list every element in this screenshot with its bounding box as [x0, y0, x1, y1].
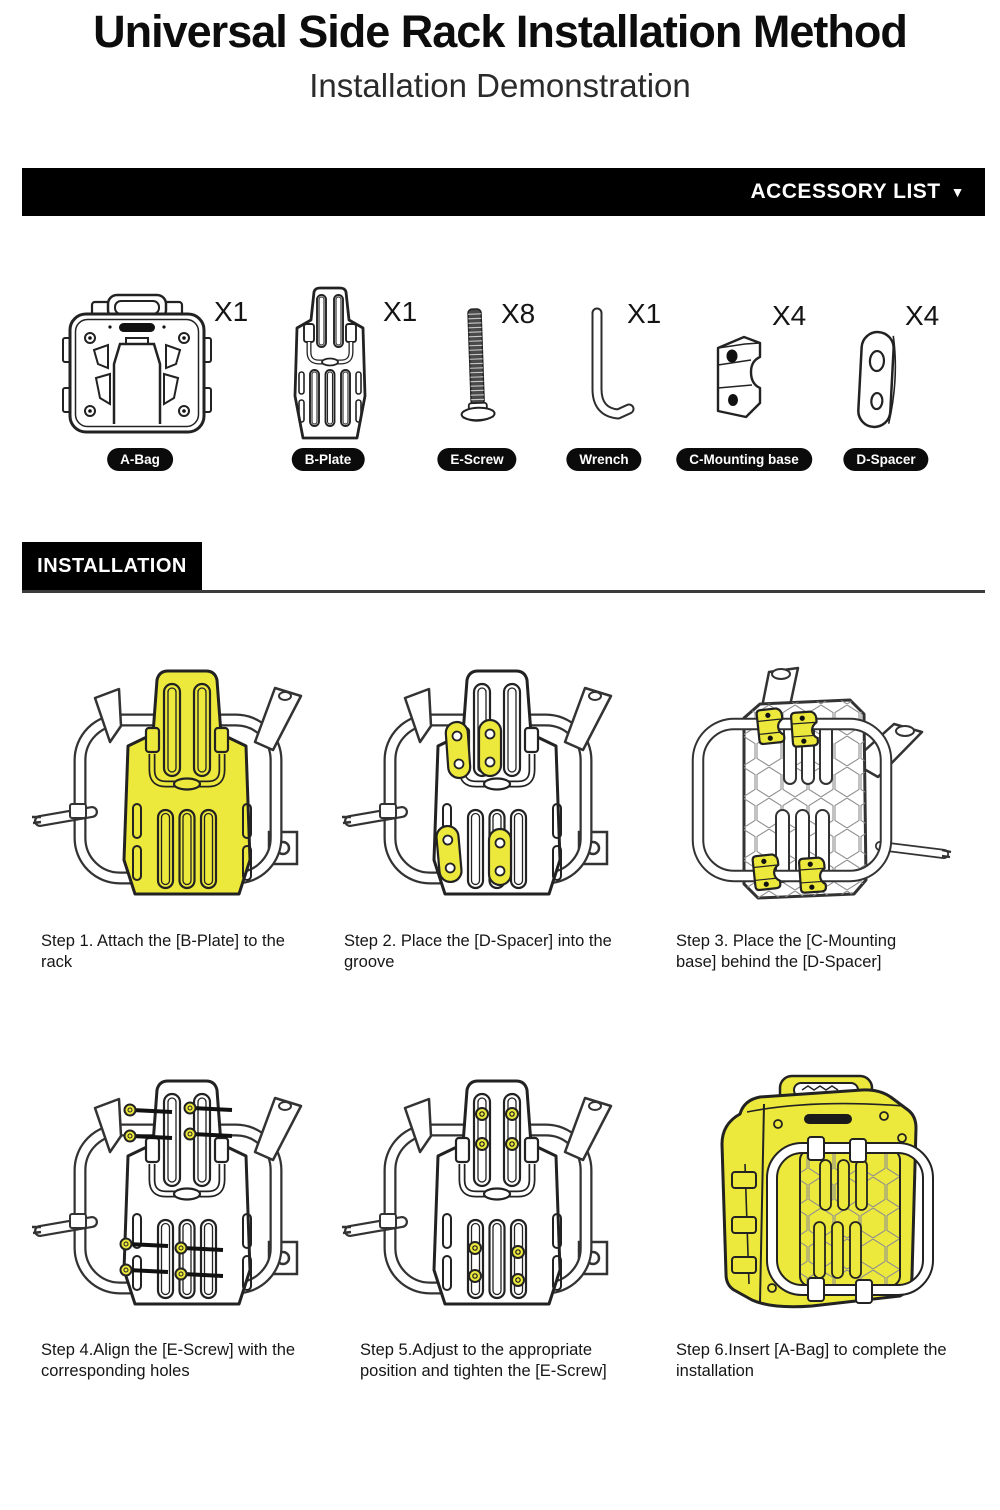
accessory-label-badge: D-Spacer	[843, 448, 929, 471]
accessory-list-banner-label: ACCESSORY LIST	[750, 180, 941, 203]
accessory-label-badge: E-Screw	[437, 448, 517, 471]
a-bag-qty: X1	[214, 296, 249, 327]
accessory-label-badge: B-Plate	[291, 448, 365, 471]
step-5-caption: Step 5.Adjust to the appropriate positio…	[360, 1341, 607, 1380]
step-2-illustration	[332, 642, 632, 922]
installation-banner: INSTALLATION	[22, 542, 202, 590]
allen-wrench-icon	[591, 307, 635, 420]
page-subtitle: Installation Demonstration	[309, 67, 691, 104]
page-title: Universal Side Rack Installation Method	[93, 6, 908, 57]
wrench-qty: X1	[627, 298, 662, 329]
step-4-caption: Step 4.Align the [E-Screw] with the corr…	[41, 1341, 296, 1380]
step-1-caption: Step 1. Attach the [B-Plate] to the rack	[41, 932, 285, 971]
step-1-illustration	[22, 642, 322, 922]
c-mounting-base-icon	[716, 335, 762, 419]
b-plate-qty: X1	[383, 296, 418, 327]
accessory-label-badge: Wrench	[566, 448, 642, 471]
accessory-label-badge: C-Mounting base	[676, 448, 812, 471]
installation-section-header: INSTALLATION	[22, 542, 985, 593]
c-mounting-base-qty: X4	[772, 300, 807, 331]
accessory-list-banner: ACCESSORY LIST ▼	[22, 168, 985, 216]
d-spacer-qty: X4	[905, 300, 940, 331]
step-6-illustration	[720, 1074, 934, 1309]
accessory-label-badge: A-Bag	[107, 448, 173, 471]
step-5-illustration	[332, 1052, 632, 1332]
step-3-caption: Step 3. Place the [C-Mounting base] behi…	[676, 932, 897, 971]
e-screw-icon	[460, 308, 496, 422]
step-6-caption: Step 6.Insert [A-Bag] to complete the in…	[676, 1341, 947, 1380]
step-3-illustration	[691, 666, 952, 900]
d-spacer-icon	[857, 330, 897, 429]
b-plate-icon	[293, 286, 367, 440]
e-screw-qty: X8	[501, 298, 536, 329]
step-4-illustration	[22, 1052, 322, 1332]
chevron-down-icon: ▼	[950, 184, 965, 200]
a-bag-icon	[62, 293, 212, 434]
step-2-caption: Step 2. Place the [D-Spacer] into the gr…	[344, 932, 612, 971]
